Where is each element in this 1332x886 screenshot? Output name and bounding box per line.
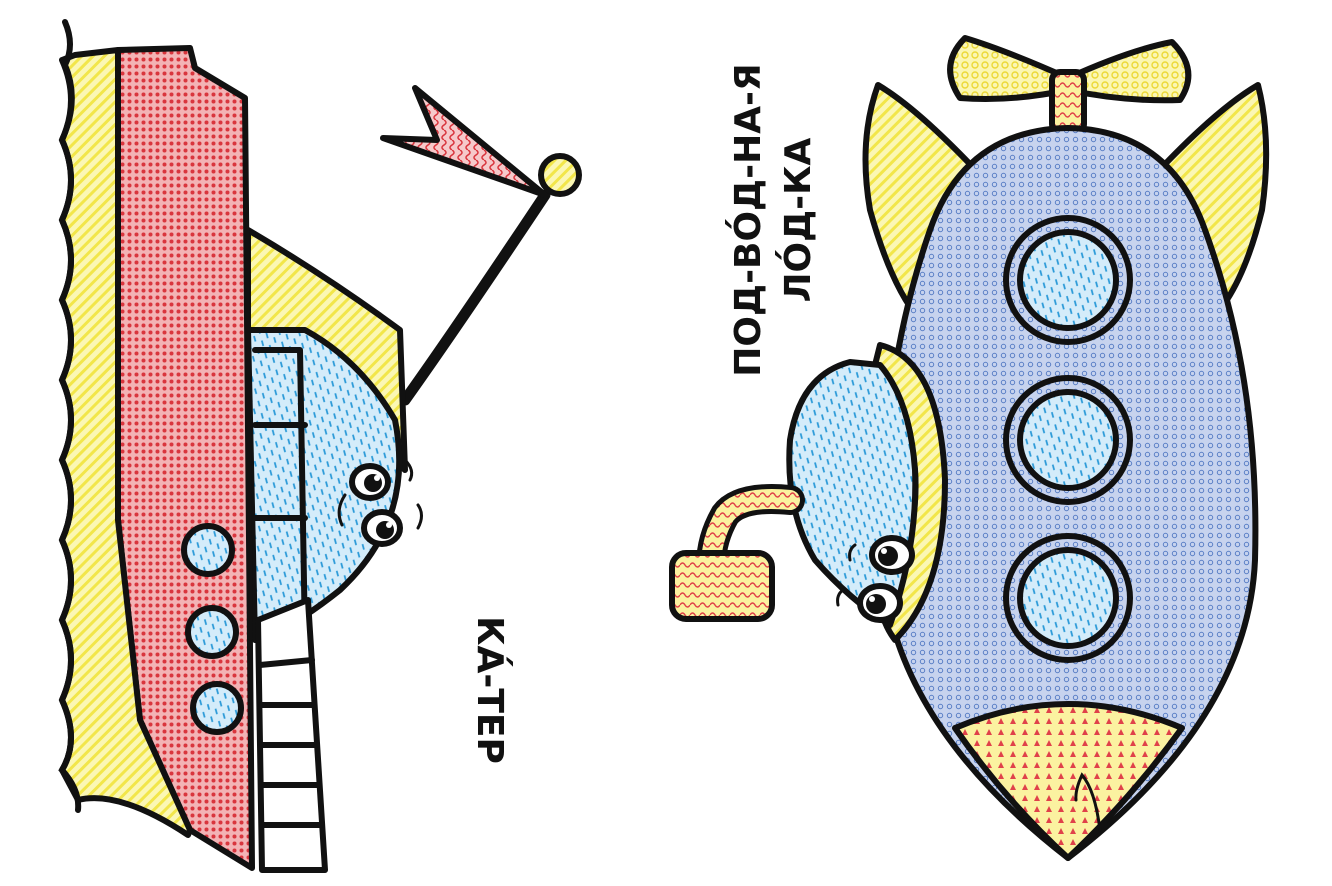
flag-pole [399,189,551,406]
submarine-label-line2: ЛО́Д-КА [774,137,819,302]
porthole [1003,533,1133,663]
submarine-label: ПОД-ВО́Д-НА-Я ЛО́Д-КА [724,63,819,376]
water-line [58,19,82,813]
submarine-face [836,535,915,623]
boat-label: КА́-ТЕР [469,616,514,764]
porthole [185,605,239,659]
boat [58,19,582,873]
porthole [1003,375,1133,505]
porthole [1003,215,1133,345]
submarine-nose [952,701,1185,861]
propeller-blade [1065,39,1192,104]
propeller-blade [947,35,1071,102]
periscope-head [669,550,775,622]
porthole [190,681,244,735]
cabin-frame [252,347,308,643]
propeller-shaft [1049,69,1087,135]
flag-pole-ball [538,153,582,197]
ladder [255,597,328,873]
conning-tower [786,359,919,628]
submarine [669,35,1270,861]
boat-face [337,458,423,547]
flag [380,85,548,198]
porthole [181,523,235,577]
submarine-label-line1: ПОД-ВО́Д-НА-Я [724,63,769,376]
